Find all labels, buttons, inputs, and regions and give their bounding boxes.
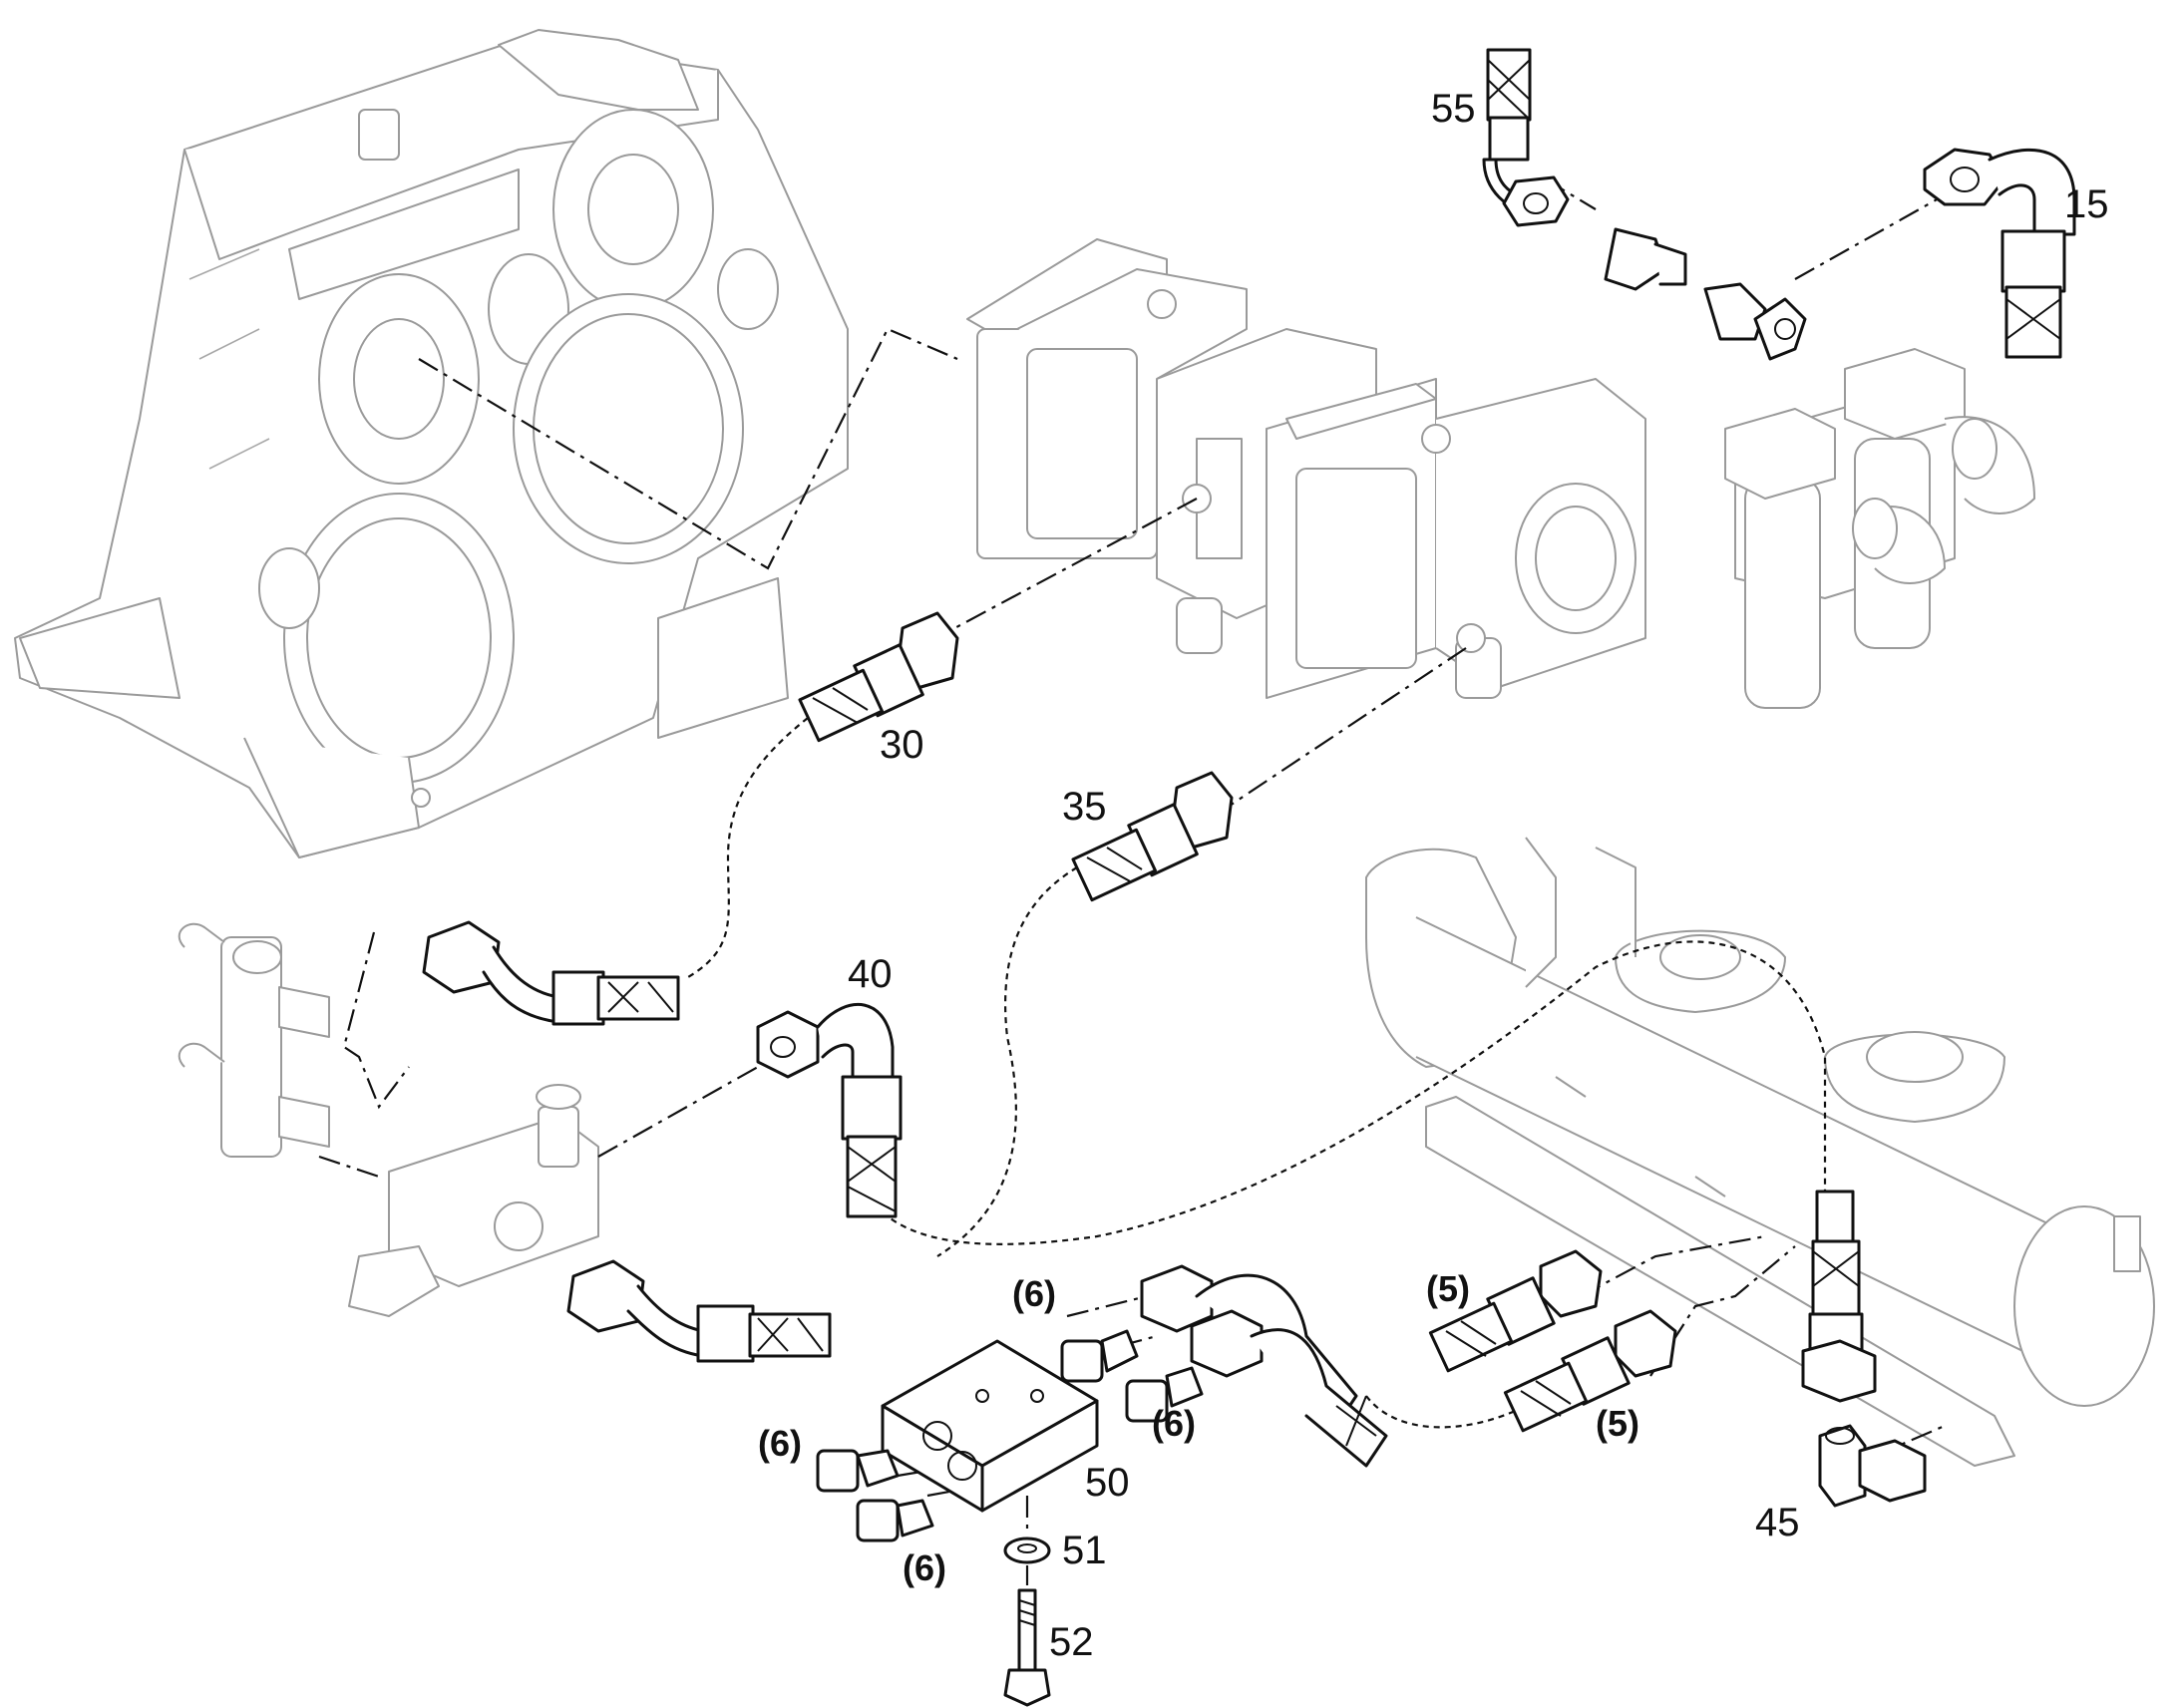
hose-end-5-upper xyxy=(1428,1249,1603,1373)
hose-55 xyxy=(1482,48,1570,227)
callout-labels: 55 15 30 35 40 45 50 51 52 (5) (5) (6) (… xyxy=(758,87,2109,1664)
hydraulic-valve xyxy=(178,922,599,1317)
callout-50: 50 xyxy=(1085,1461,1130,1505)
callout-5-upper: (5) xyxy=(1426,1268,1470,1309)
callout-51: 51 xyxy=(1062,1529,1107,1572)
plug-6-left-lower xyxy=(856,1499,934,1542)
hose-bent-lower xyxy=(566,1259,832,1363)
hose-fitting-35 xyxy=(1071,771,1234,902)
callout-6-bottom: (6) xyxy=(903,1547,946,1588)
hose-bent-left xyxy=(422,920,680,1026)
plug-6-right xyxy=(1125,1366,1204,1423)
bolt-52 xyxy=(1003,1588,1051,1707)
hose-45 xyxy=(1801,1190,1877,1403)
callout-6-left: (6) xyxy=(758,1423,802,1464)
callout-6-top: (6) xyxy=(1012,1273,1056,1314)
callout-15: 15 xyxy=(2064,182,2109,226)
filter-housing xyxy=(1724,348,2035,709)
hose-15 xyxy=(1923,148,2076,359)
plug-6-left-upper xyxy=(816,1449,900,1493)
callout-52: 52 xyxy=(1049,1620,1094,1664)
callout-35: 35 xyxy=(1062,785,1107,829)
hose-end-5-lower xyxy=(1503,1309,1677,1433)
callout-55: 55 xyxy=(1431,87,1476,131)
axle-housing xyxy=(1365,837,2155,1467)
fitting-adapter-55 xyxy=(1604,227,1807,361)
manifold-block-50 xyxy=(881,1339,1099,1513)
elbow-fitting-45 xyxy=(1818,1424,1927,1508)
callout-30: 30 xyxy=(880,723,924,767)
hose-fitting-30 xyxy=(798,611,959,743)
hose-elbow-40 xyxy=(756,1002,903,1218)
washer-51 xyxy=(1003,1537,1051,1564)
callout-5-lower: (5) xyxy=(1596,1403,1639,1444)
callout-6-right: (6) xyxy=(1152,1403,1196,1444)
callout-40: 40 xyxy=(848,952,893,996)
plug-6-top xyxy=(1060,1329,1139,1383)
hose-pair-bent xyxy=(1140,1264,1388,1468)
callout-45: 45 xyxy=(1755,1501,1800,1544)
gearbox-housing xyxy=(14,29,849,858)
hydraulic-pump-assembly xyxy=(966,238,1646,699)
